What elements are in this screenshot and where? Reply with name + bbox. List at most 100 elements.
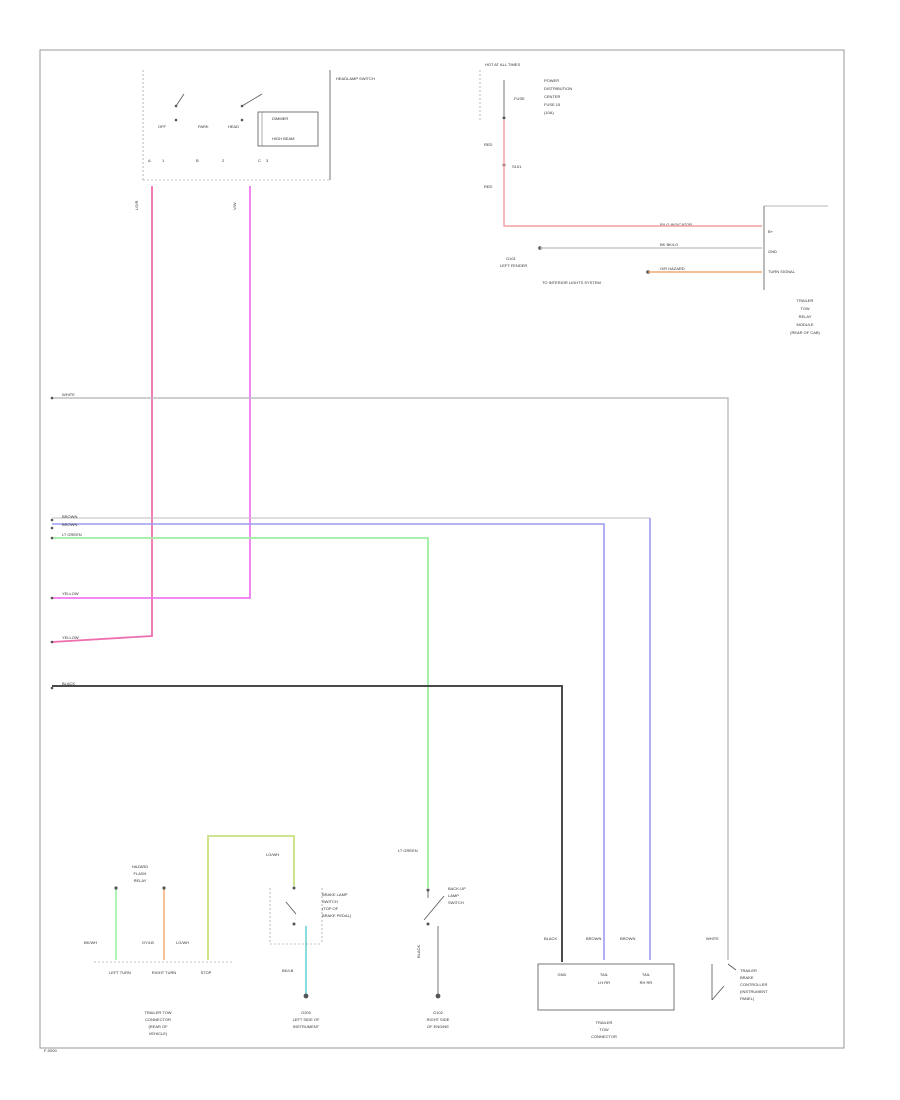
diagram-frame [39,49,845,1049]
box-sub-2: LH RR [598,980,610,985]
center-ground-2: RIGHT SIDE [427,1017,450,1022]
wire-layer [51,120,762,994]
stop-switch-wire: LG/WH [266,852,279,857]
fuse-line-4: FUSE 15 [544,102,561,107]
relay-sub: HIGH BEAM [272,136,294,141]
fuse-line-1: POWER [544,78,559,83]
backup-label-3: SWITCH [448,900,464,905]
stop-ground-3: INSTRUMENT [293,1024,320,1029]
wire-right-label: V/W [232,202,237,210]
module-wire-orange: O/R HAZARD [660,266,685,271]
stop-ground-1: G200 [301,1010,312,1015]
stop-label-1: BRAKE LAMP [322,892,348,897]
trailer-tow-connector: BLACK BROWN BROWN GND TAIL TAIL LH RR RH… [537,936,675,1039]
box-wire-2: BROWN [586,936,601,941]
conn-pin-2: RIGHT TURN [152,970,177,975]
wire-gray-top [52,397,729,960]
module-title-1: TRAILER [797,298,814,303]
wire-pink-left [51,186,153,643]
conn-caption-1: TRAILER TOW [144,1010,171,1015]
stop-ground-icon [303,993,309,999]
splice-label: S101 [512,164,522,169]
module-pin-turn: TURN SIGNAL [768,269,796,274]
pin-3: 3 [266,158,269,163]
center-switch-wire: LT GREEN [398,848,418,853]
box-sub-3: RH RR [640,980,653,985]
hazard-connector: HAZARD FLASH RELAY BK/WH GY/LB LG/WH LEF… [84,864,232,1036]
conn-pin-1: LEFT TURN [109,970,131,975]
left-label-blue2: BROWN [62,522,77,527]
contact-off: OFF [158,124,167,129]
contact-park: PARK [198,124,209,129]
wire-left-label: LG/R [134,201,139,210]
conn-pin-3: STOP [201,970,212,975]
conn-caption-3: (REAR OF [148,1024,168,1029]
module-title-5: (REAR OF CAB) [790,330,820,335]
conn-caption-4: VEHICLE) [149,1031,168,1036]
module-title-4: MODULE [796,322,813,327]
conn-caption-2: CONNECTOR [145,1017,171,1022]
left-label-pink: YELLOW [62,635,79,640]
backup-label-1: BACK-UP [448,886,466,891]
box-pin-3: TAIL [642,972,651,977]
conn-wire-1: BK/WH [84,940,97,945]
fuse-wire-2: RED [484,184,493,189]
module-ground-sub: LEFT FENDER [500,263,527,268]
module-signal-note: TO INTERIOR LIGHTS SYSTEM [542,280,601,285]
box-pin-1: GND [558,972,567,977]
module-wire-red: R/LG INDICATOR [660,222,692,227]
right-wire: WHITE [706,936,719,941]
stop-label-4: BRAKE PEDAL) [322,913,352,918]
center-ground-wire: BLACK [416,945,421,958]
conn-wire-2: GY/LB [142,940,154,945]
right-label-1: TRAILER [740,968,757,973]
pin-c: C [258,158,261,163]
right-label-3: CONTROLLER [740,982,767,987]
contact-head: HEAD [228,124,239,129]
fuse-wire-1: RED [484,142,493,147]
wire-blue-1 [52,523,605,960]
wire-green-main [52,537,429,888]
backup-label-2: LAMP [448,893,459,898]
pin-b: B [196,158,199,163]
right-label-4: (INSTRUMENT [740,989,768,994]
fuse-header: HOT AT ALL TIMES [485,62,520,67]
pin-1: 1 [162,158,165,163]
box-title-3: CONNECTOR [591,1034,617,1039]
pin-2: 2 [222,158,225,163]
stop-label-2: SWITCH [322,899,338,904]
wire-black-main [52,685,563,962]
wire-red-top [503,120,762,227]
box-wire-3: BROWN [620,936,635,941]
box-title-1: TRAILER [596,1020,613,1025]
fuse-line-5: (10A) [544,110,554,115]
pin-a: A [148,158,151,163]
relay-label: DIMMER [272,116,288,121]
switch-label: HEADLAMP SWITCH [336,76,375,81]
center-ground-1: G102 [433,1010,444,1015]
stop-ground-2: LEFT SIDE OF [293,1017,320,1022]
trailer-tow-relay-module: B+ GND TURN SIGNAL R/LG INDICATOR BK BK/… [500,205,828,335]
left-label-green: LT GREEN [62,532,82,537]
left-label-black: BLACK [62,681,75,686]
center-ground-3: OF ENGINE [427,1024,449,1029]
brake-lamp-switch: LG/WH BRAKE LAMP SWITCH (TOP OF BRAKE PE… [266,852,352,1029]
box-pin-2: TAIL [600,972,609,977]
center-ground-icon [435,993,441,999]
left-label-blue1: BROWN [62,514,77,519]
left-label-top: WHITE [62,392,75,397]
stop-ground-wire: BK/LB [282,968,294,973]
fuse-line-2: DISTRIBUTION [544,86,572,91]
page-ref: F-0000 [44,1048,57,1053]
conn-title-2: FLASH [134,871,147,876]
right-label-2: BRAKE [740,975,754,980]
conn-wire-3: LG/WH [176,940,189,945]
headlamp-switch: OFF PARK HEAD DIMMER HIGH BEAM A 1 B 2 C… [134,70,375,210]
conn-title-3: RELAY [134,878,147,883]
wire-yellow-green [207,835,295,960]
module-pin-gnd: GND [768,249,777,254]
module-title-2: TOW [800,306,809,311]
module-pin-b: B+ [768,229,774,234]
fuse-block: HOT AT ALL TIMES POWER DISTRIBUTION CENT… [479,62,572,189]
